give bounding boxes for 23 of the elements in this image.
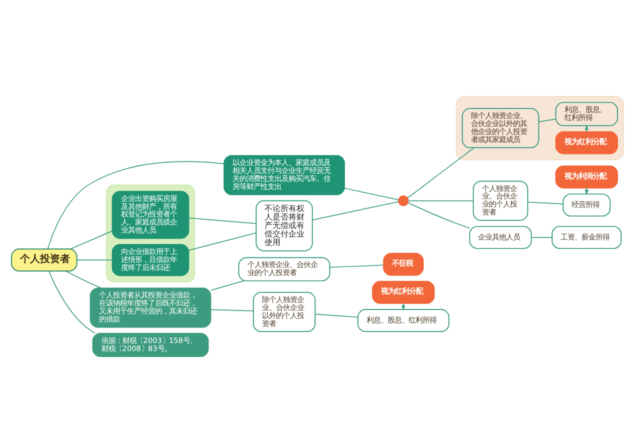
cluster	[106, 184, 196, 282]
connector	[407, 147, 474, 198]
connector	[312, 201, 399, 220]
node-box: 个人投资者	[11, 248, 78, 272]
connector	[538, 118, 556, 122]
connector	[188, 232, 256, 251]
connector	[344, 188, 399, 200]
connector	[47, 161, 224, 250]
connector	[408, 200, 474, 202]
connector	[65, 270, 102, 288]
connector	[210, 309, 254, 312]
connector	[210, 280, 244, 291]
connector	[408, 202, 470, 228]
cluster	[456, 96, 624, 160]
connector	[314, 314, 358, 318]
connector	[531, 237, 552, 238]
connector	[527, 202, 564, 204]
connector	[188, 218, 256, 224]
arrow	[584, 188, 589, 196]
connector	[48, 270, 96, 334]
node-circle	[398, 195, 409, 206]
connector	[70, 230, 113, 250]
connector	[329, 264, 384, 268]
